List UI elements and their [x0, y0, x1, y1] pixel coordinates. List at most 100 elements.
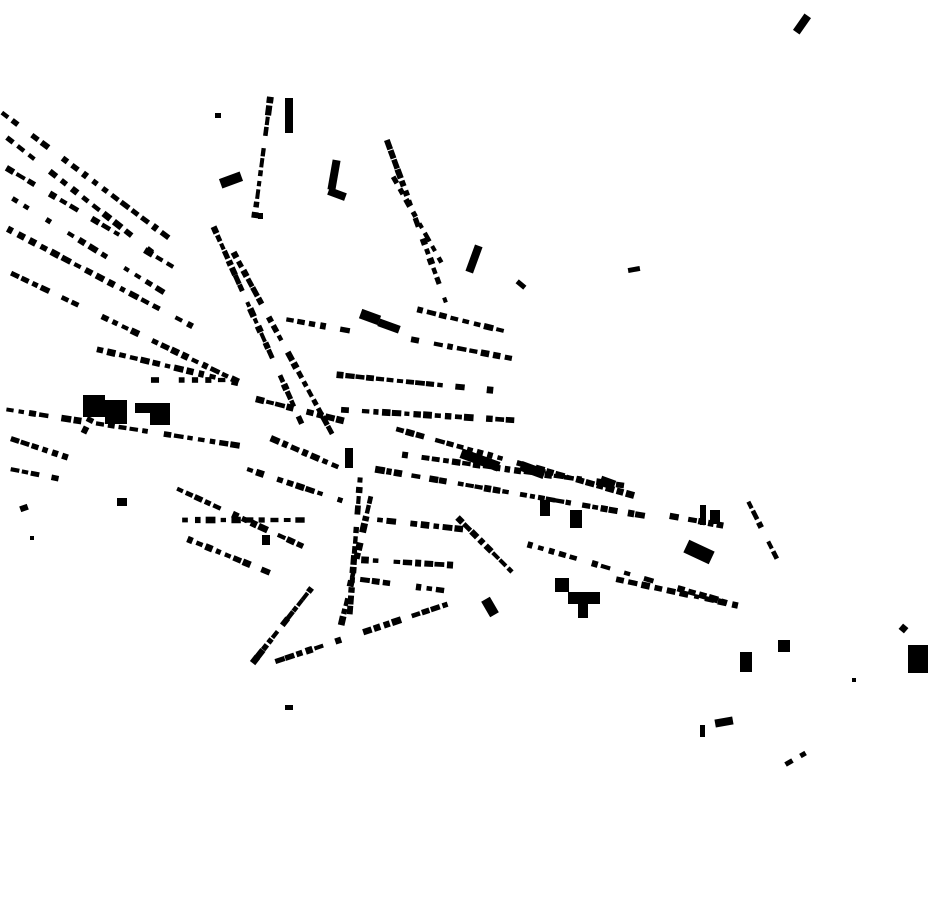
- building: [731, 601, 739, 609]
- building: [309, 452, 321, 462]
- building: [100, 313, 110, 323]
- building: [285, 98, 293, 133]
- building: [385, 467, 393, 476]
- building: [415, 583, 422, 591]
- building: [197, 370, 205, 378]
- building: [376, 517, 384, 523]
- building: [118, 352, 127, 359]
- building: [473, 321, 481, 328]
- building: [390, 616, 403, 626]
- building: [150, 223, 160, 232]
- building: [454, 525, 464, 533]
- building: [301, 380, 309, 388]
- building: [47, 168, 59, 179]
- building: [141, 428, 149, 434]
- building: [598, 475, 617, 491]
- building: [311, 398, 319, 407]
- building: [382, 579, 391, 587]
- building: [27, 153, 36, 161]
- building: [623, 570, 631, 577]
- building: [118, 424, 127, 431]
- building: [284, 390, 294, 401]
- building: [165, 261, 175, 269]
- building: [321, 457, 329, 465]
- building: [105, 400, 127, 424]
- building: [270, 323, 280, 334]
- building: [47, 190, 58, 201]
- building: [433, 523, 440, 530]
- building: [353, 526, 360, 534]
- building: [495, 327, 505, 333]
- building: [151, 338, 159, 346]
- building: [350, 554, 358, 566]
- building: [356, 495, 361, 505]
- building: [304, 645, 314, 655]
- building: [700, 725, 705, 737]
- building: [339, 326, 351, 334]
- building: [39, 139, 51, 151]
- building: [266, 96, 274, 104]
- building: [178, 377, 185, 383]
- building: [465, 482, 475, 489]
- building: [274, 656, 286, 664]
- building: [372, 558, 379, 564]
- building: [456, 345, 467, 353]
- building: [519, 491, 528, 498]
- building: [442, 524, 453, 531]
- building: [770, 550, 780, 560]
- building: [110, 193, 120, 202]
- building: [245, 277, 255, 288]
- building: [247, 307, 257, 319]
- building: [60, 155, 70, 165]
- building: [405, 379, 415, 385]
- building: [289, 444, 301, 453]
- building: [30, 442, 40, 451]
- building: [519, 461, 546, 479]
- building: [485, 415, 493, 423]
- building: [191, 377, 199, 383]
- building: [49, 248, 61, 259]
- building: [5, 135, 15, 145]
- building: [496, 455, 504, 461]
- building: [397, 187, 406, 196]
- building: [480, 349, 490, 358]
- building: [180, 351, 190, 361]
- building: [398, 179, 407, 188]
- building: [336, 371, 344, 379]
- building: [27, 237, 38, 247]
- building: [355, 374, 365, 380]
- building: [710, 510, 720, 524]
- building: [215, 234, 223, 243]
- building: [568, 592, 600, 604]
- building: [468, 348, 478, 355]
- building: [30, 133, 40, 142]
- building: [345, 448, 353, 468]
- building: [144, 278, 154, 288]
- building: [352, 536, 358, 544]
- building: [390, 175, 400, 185]
- building: [296, 318, 306, 326]
- building: [281, 440, 289, 449]
- building: [544, 471, 553, 479]
- building: [245, 301, 252, 308]
- building: [285, 610, 295, 621]
- building: [415, 431, 425, 440]
- building: [129, 426, 139, 432]
- building: [60, 414, 72, 423]
- building: [411, 611, 421, 619]
- building: [135, 403, 170, 413]
- building: [264, 105, 273, 116]
- building: [73, 262, 82, 270]
- building: [246, 467, 254, 473]
- building: [372, 623, 382, 632]
- building: [258, 213, 263, 219]
- building: [678, 589, 689, 598]
- building: [123, 228, 134, 238]
- building: [457, 481, 464, 487]
- building: [576, 475, 583, 483]
- building: [259, 157, 265, 168]
- building: [506, 566, 514, 574]
- building: [264, 116, 270, 126]
- building: [236, 259, 244, 269]
- building: [262, 341, 271, 350]
